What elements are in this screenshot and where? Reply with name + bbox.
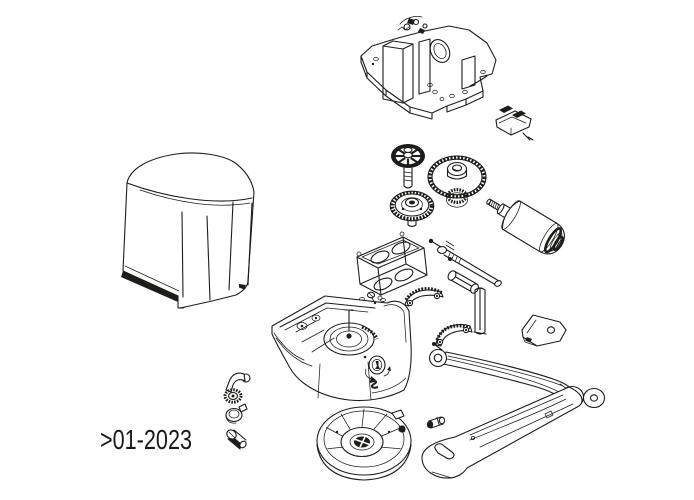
release-dial xyxy=(363,355,391,382)
gearbox-housing xyxy=(271,291,412,402)
plastic-cover xyxy=(121,152,255,309)
release-mechanism-detail xyxy=(397,16,428,34)
worm-shaft-assembly xyxy=(428,238,502,335)
limit-switch-unit xyxy=(495,105,534,141)
base-plate-holes xyxy=(371,56,486,101)
chassis-base-plate xyxy=(360,16,497,120)
corner-bracket xyxy=(521,314,567,347)
crown-gear xyxy=(389,190,435,228)
large-spur-gear xyxy=(427,155,487,208)
release-screw xyxy=(226,429,247,450)
limit-cam-front xyxy=(404,287,444,307)
release-collar xyxy=(225,403,248,424)
electric-motor xyxy=(486,198,565,255)
arm-washer xyxy=(582,387,606,409)
straight-transmission-arm xyxy=(421,386,583,479)
hinge-pin xyxy=(426,416,446,429)
limit-cam-rear xyxy=(435,323,473,347)
worm-fan-wheel xyxy=(391,144,425,189)
revision-label: >01-2023 xyxy=(100,424,192,455)
magnet-frame xyxy=(356,231,428,302)
release-lever xyxy=(223,372,251,404)
bottom-dish-cover xyxy=(316,406,412,481)
arm-slot-hole xyxy=(434,443,455,460)
